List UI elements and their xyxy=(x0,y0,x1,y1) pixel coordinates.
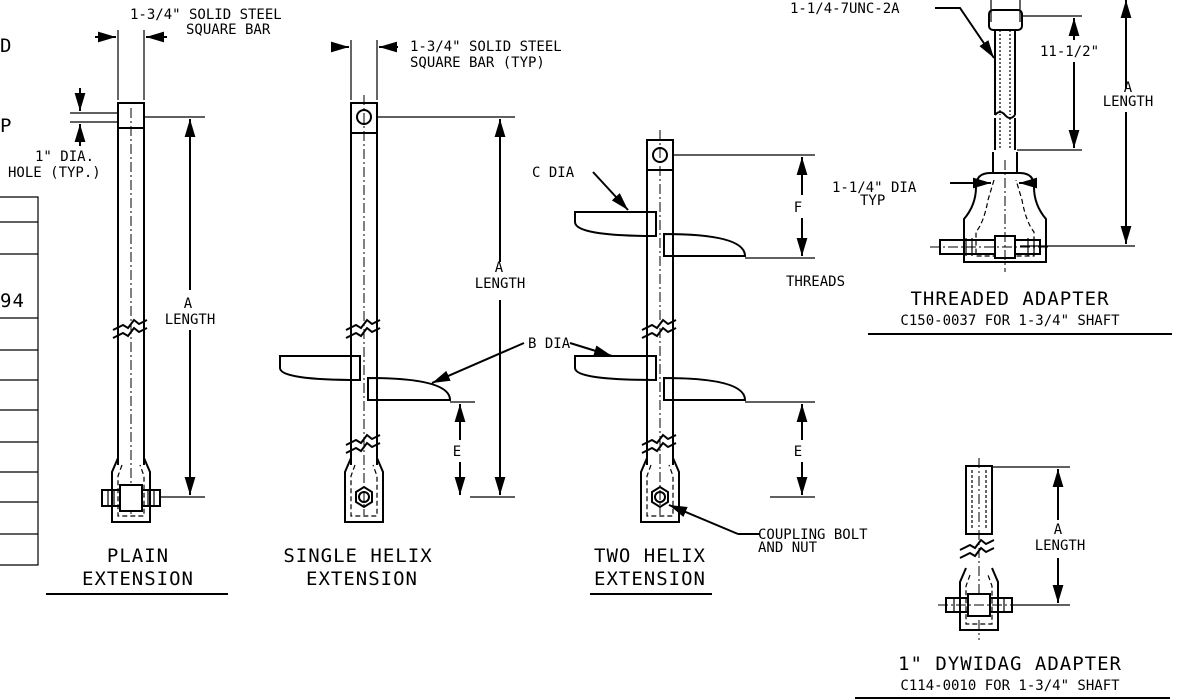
single-title-2: EXTENSION xyxy=(306,568,418,590)
c-dia-label: C DIA xyxy=(532,165,575,181)
single-length-a: A xyxy=(495,260,504,276)
b-dia-label: B DIA xyxy=(528,336,571,352)
single-length-label: LENGTH xyxy=(475,276,526,292)
dywidag-adapter: A LENGTH 1" DYWIDAG ADAPTER C114-0010 FO… xyxy=(855,458,1170,699)
single-helix-extension: 1-3/4" SOLID STEEL SQUARE BAR (TYP) A LE… xyxy=(279,39,562,590)
threaded-length-label: LENGTH xyxy=(1103,94,1154,110)
partial-value-94: 94 xyxy=(0,290,25,312)
threads-label: THREADS xyxy=(786,274,845,290)
dywidag-length-label: LENGTH xyxy=(1035,538,1086,554)
single-e-label: E xyxy=(453,444,461,460)
plain-length-a: A xyxy=(184,296,193,312)
plain-bar-label-1: 1-3/4" SOLID STEEL xyxy=(130,7,282,23)
dia-114-label: 1-1/4" DIA xyxy=(832,180,917,196)
dywidag-title-1: 1" DYWIDAG ADAPTER xyxy=(898,653,1122,675)
threaded-title-2: C150-0037 FOR 1-3/4" SHAFT xyxy=(900,313,1120,329)
plain-title-2: EXTENSION xyxy=(82,568,194,590)
two-title-2: EXTENSION xyxy=(594,568,706,590)
two-e-label: E xyxy=(794,444,802,460)
plain-title-1: PLAIN xyxy=(107,545,169,567)
single-bar-label-2: SQUARE BAR (TYP) xyxy=(410,55,545,71)
two-helix-extension: C DIA F THREADS E COUPLING BOLT AND NUT … xyxy=(532,130,868,595)
plain-hole-label-2: HOLE (TYP.) xyxy=(8,165,101,181)
plain-length-label: LENGTH xyxy=(165,312,216,328)
coupling-label-2: AND NUT xyxy=(758,540,818,556)
plain-hole-label-1: 1" DIA. xyxy=(35,149,94,165)
single-bar-label-1: 1-3/4" SOLID STEEL xyxy=(410,39,562,55)
plain-extension: 1-3/4" SOLID STEEL SQUARE BAR 1" DIA. HO… xyxy=(8,7,282,595)
dim-11-label: 11-1/2" xyxy=(1040,44,1099,60)
coupling-label-1: COUPLING BOLT xyxy=(758,527,868,543)
partial-letter-p: P xyxy=(0,115,12,137)
dywidag-title-2: C114-0010 FOR 1-3/4" SHAFT xyxy=(900,678,1120,694)
f-label: F xyxy=(794,200,802,216)
two-title-1: TWO HELIX xyxy=(594,545,706,567)
single-title-1: SINGLE HELIX xyxy=(283,545,432,567)
left-partial-table: D P 94 xyxy=(0,35,39,566)
partial-letter-d: D xyxy=(0,35,12,57)
dywidag-length-a: A xyxy=(1054,522,1063,538)
dia-114-typ: TYP xyxy=(860,193,885,209)
plain-bar-label-2: SQUARE BAR xyxy=(186,22,271,38)
thread-spec-label: 1-1/4-7UNC-2A xyxy=(790,1,900,17)
threaded-title-1: THREADED ADAPTER xyxy=(910,288,1109,310)
threaded-length-a: A xyxy=(1124,80,1133,96)
threaded-adapter: 1-1/4-7UNC-2A 11-1/2" A LENGTH 1-1/4" DI… xyxy=(790,0,1172,335)
